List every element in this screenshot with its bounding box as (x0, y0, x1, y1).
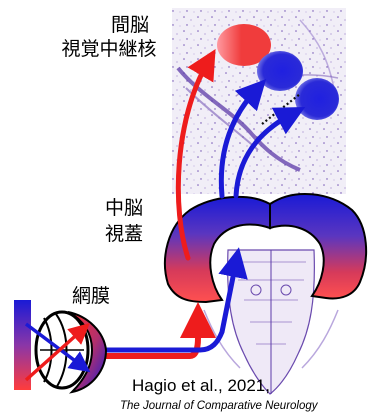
label-retina: 網膜 (66, 285, 116, 307)
nucleus-blue-blob-upper (257, 51, 303, 91)
citation-authors: Hagio et al., 2021, (132, 376, 270, 396)
label-diencephalon: 間脳 (86, 14, 174, 36)
label-midbrain: 中脳 (102, 197, 146, 219)
label-optic-tectum: 視蓋 (102, 223, 146, 245)
citation-journal: The Journal of Comparative Neurology (120, 400, 318, 412)
label-visual-relay-nucleus: 視覚中継核 (44, 38, 174, 60)
nucleus-blue-blob-lower (295, 78, 339, 120)
eye-diagram (36, 312, 106, 392)
